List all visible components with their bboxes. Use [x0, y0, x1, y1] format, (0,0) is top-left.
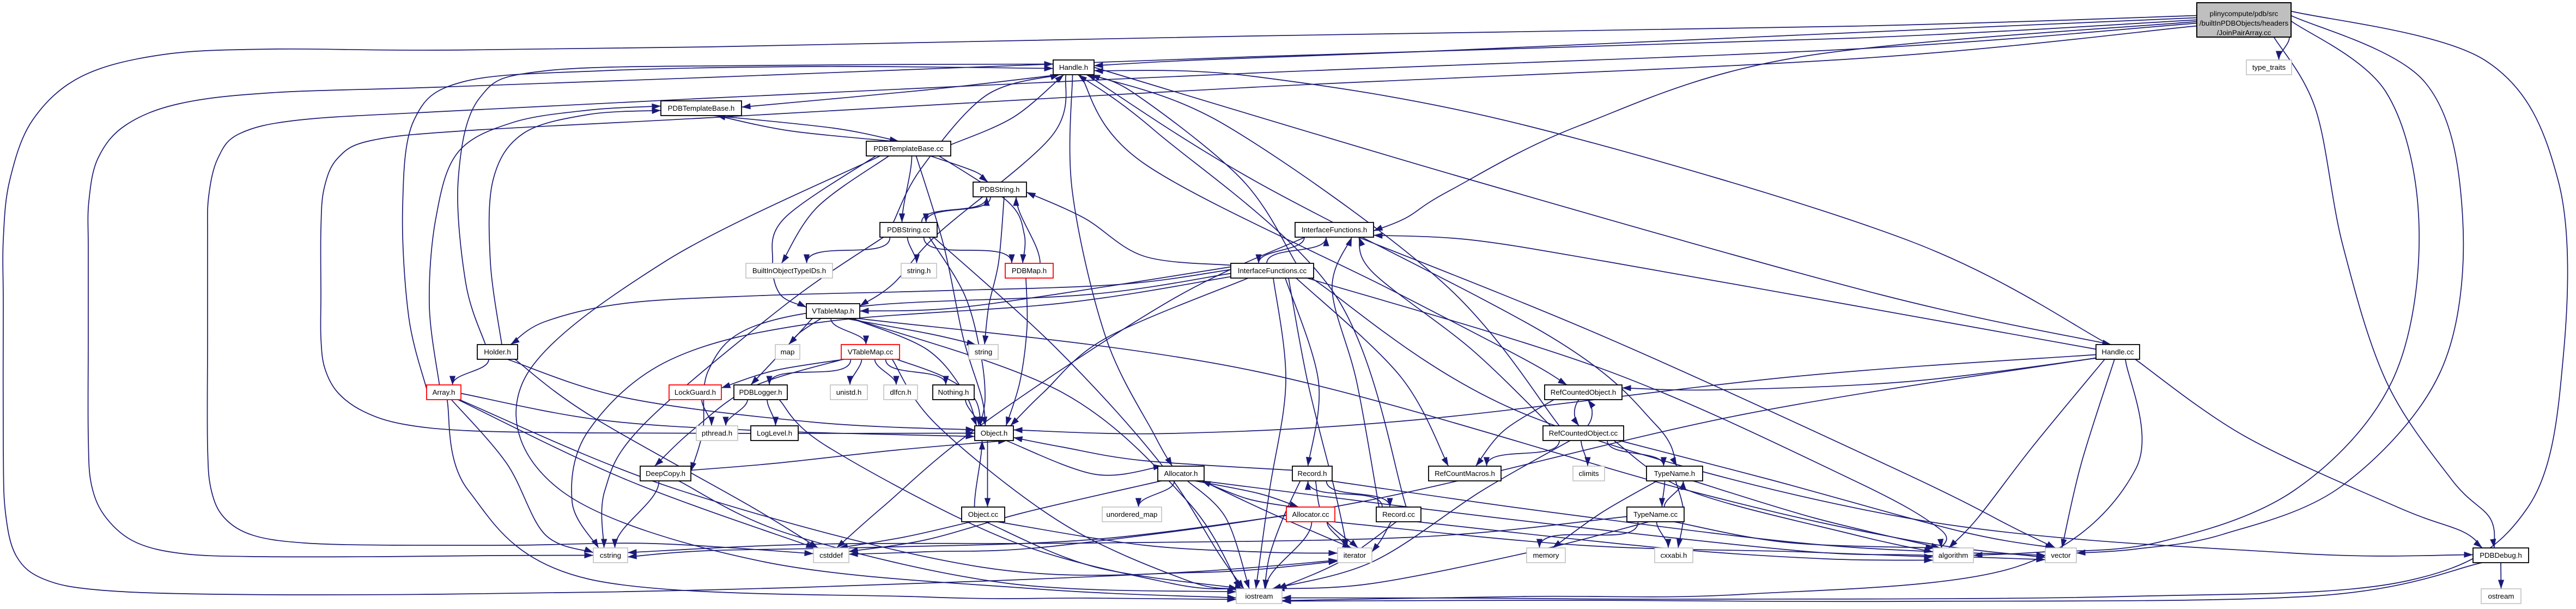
- svg-text:Object.h: Object.h: [981, 429, 1008, 437]
- svg-text:map: map: [781, 348, 795, 356]
- svg-text:string.h: string.h: [907, 267, 931, 275]
- svg-text:PDBMap.h: PDBMap.h: [1012, 267, 1047, 275]
- svg-text:string: string: [975, 348, 993, 356]
- svg-text:iostream: iostream: [1246, 592, 1273, 600]
- svg-text:Handle.h: Handle.h: [1059, 63, 1088, 71]
- svg-text:LockGuard.h: LockGuard.h: [675, 388, 716, 396]
- svg-text:cstddef: cstddef: [819, 551, 843, 559]
- svg-text:Array.h: Array.h: [433, 388, 455, 396]
- svg-text:InterfaceFunctions.h: InterfaceFunctions.h: [1302, 226, 1367, 234]
- svg-text:ostream: ostream: [2488, 592, 2514, 600]
- svg-text:LogLevel.h: LogLevel.h: [757, 429, 792, 437]
- svg-text:PDBTemplateBase.h: PDBTemplateBase.h: [668, 104, 735, 112]
- svg-text:DeepCopy.h: DeepCopy.h: [646, 469, 685, 478]
- svg-text:InterfaceFunctions.cc: InterfaceFunctions.cc: [1238, 267, 1307, 275]
- svg-text:Record.cc: Record.cc: [1382, 510, 1415, 518]
- svg-text:vector: vector: [2051, 551, 2071, 559]
- svg-text:/builtInPDBObjects/headers: /builtInPDBObjects/headers: [2200, 19, 2289, 27]
- svg-text:Allocator.cc: Allocator.cc: [1292, 510, 1329, 518]
- svg-text:TypeName.cc: TypeName.cc: [1633, 510, 1678, 518]
- svg-text:BuiltInObjectTypeIDs.h: BuiltInObjectTypeIDs.h: [752, 267, 826, 275]
- svg-text:PDBLogger.h: PDBLogger.h: [739, 388, 782, 396]
- svg-text:RefCountedObject.h: RefCountedObject.h: [1551, 388, 1616, 396]
- svg-text:VTableMap.h: VTableMap.h: [812, 307, 854, 315]
- svg-text:dlfcn.h: dlfcn.h: [890, 388, 911, 396]
- svg-text:TypeName.h: TypeName.h: [1654, 469, 1695, 478]
- svg-text:plinycompute/pdb/src: plinycompute/pdb/src: [2210, 10, 2279, 18]
- svg-text:PDBDebug.h: PDBDebug.h: [2480, 551, 2522, 559]
- svg-text:PDBString.cc: PDBString.cc: [887, 226, 930, 234]
- svg-text:RefCountedObject.cc: RefCountedObject.cc: [1549, 429, 1618, 437]
- svg-text:algorithm: algorithm: [1939, 551, 1969, 559]
- svg-text:unistd.h: unistd.h: [836, 388, 862, 396]
- svg-text:climits: climits: [1579, 469, 1599, 478]
- svg-text:type_traits: type_traits: [2252, 63, 2286, 71]
- svg-text:PDBTemplateBase.cc: PDBTemplateBase.cc: [873, 144, 944, 153]
- svg-text:PDBString.h: PDBString.h: [980, 185, 1019, 194]
- svg-text:Object.cc: Object.cc: [968, 510, 999, 518]
- svg-text:Handle.cc: Handle.cc: [2101, 348, 2134, 356]
- svg-text:memory: memory: [1533, 551, 1559, 559]
- svg-text:/JoinPairArray.cc: /JoinPairArray.cc: [2217, 29, 2271, 37]
- svg-text:VTableMap.cc: VTableMap.cc: [848, 348, 894, 356]
- svg-text:Record.h: Record.h: [1298, 469, 1327, 478]
- svg-text:cxxabi.h: cxxabi.h: [1661, 551, 1687, 559]
- svg-text:Nothing.h: Nothing.h: [938, 388, 969, 396]
- svg-text:RefCountMacros.h: RefCountMacros.h: [1435, 469, 1495, 478]
- svg-text:pthread.h: pthread.h: [702, 429, 732, 437]
- svg-text:cstring: cstring: [600, 551, 621, 559]
- svg-text:Allocator.h: Allocator.h: [1164, 469, 1198, 478]
- svg-text:iterator: iterator: [1344, 551, 1366, 559]
- svg-text:Holder.h: Holder.h: [484, 348, 511, 356]
- svg-text:unordered_map: unordered_map: [1107, 510, 1158, 518]
